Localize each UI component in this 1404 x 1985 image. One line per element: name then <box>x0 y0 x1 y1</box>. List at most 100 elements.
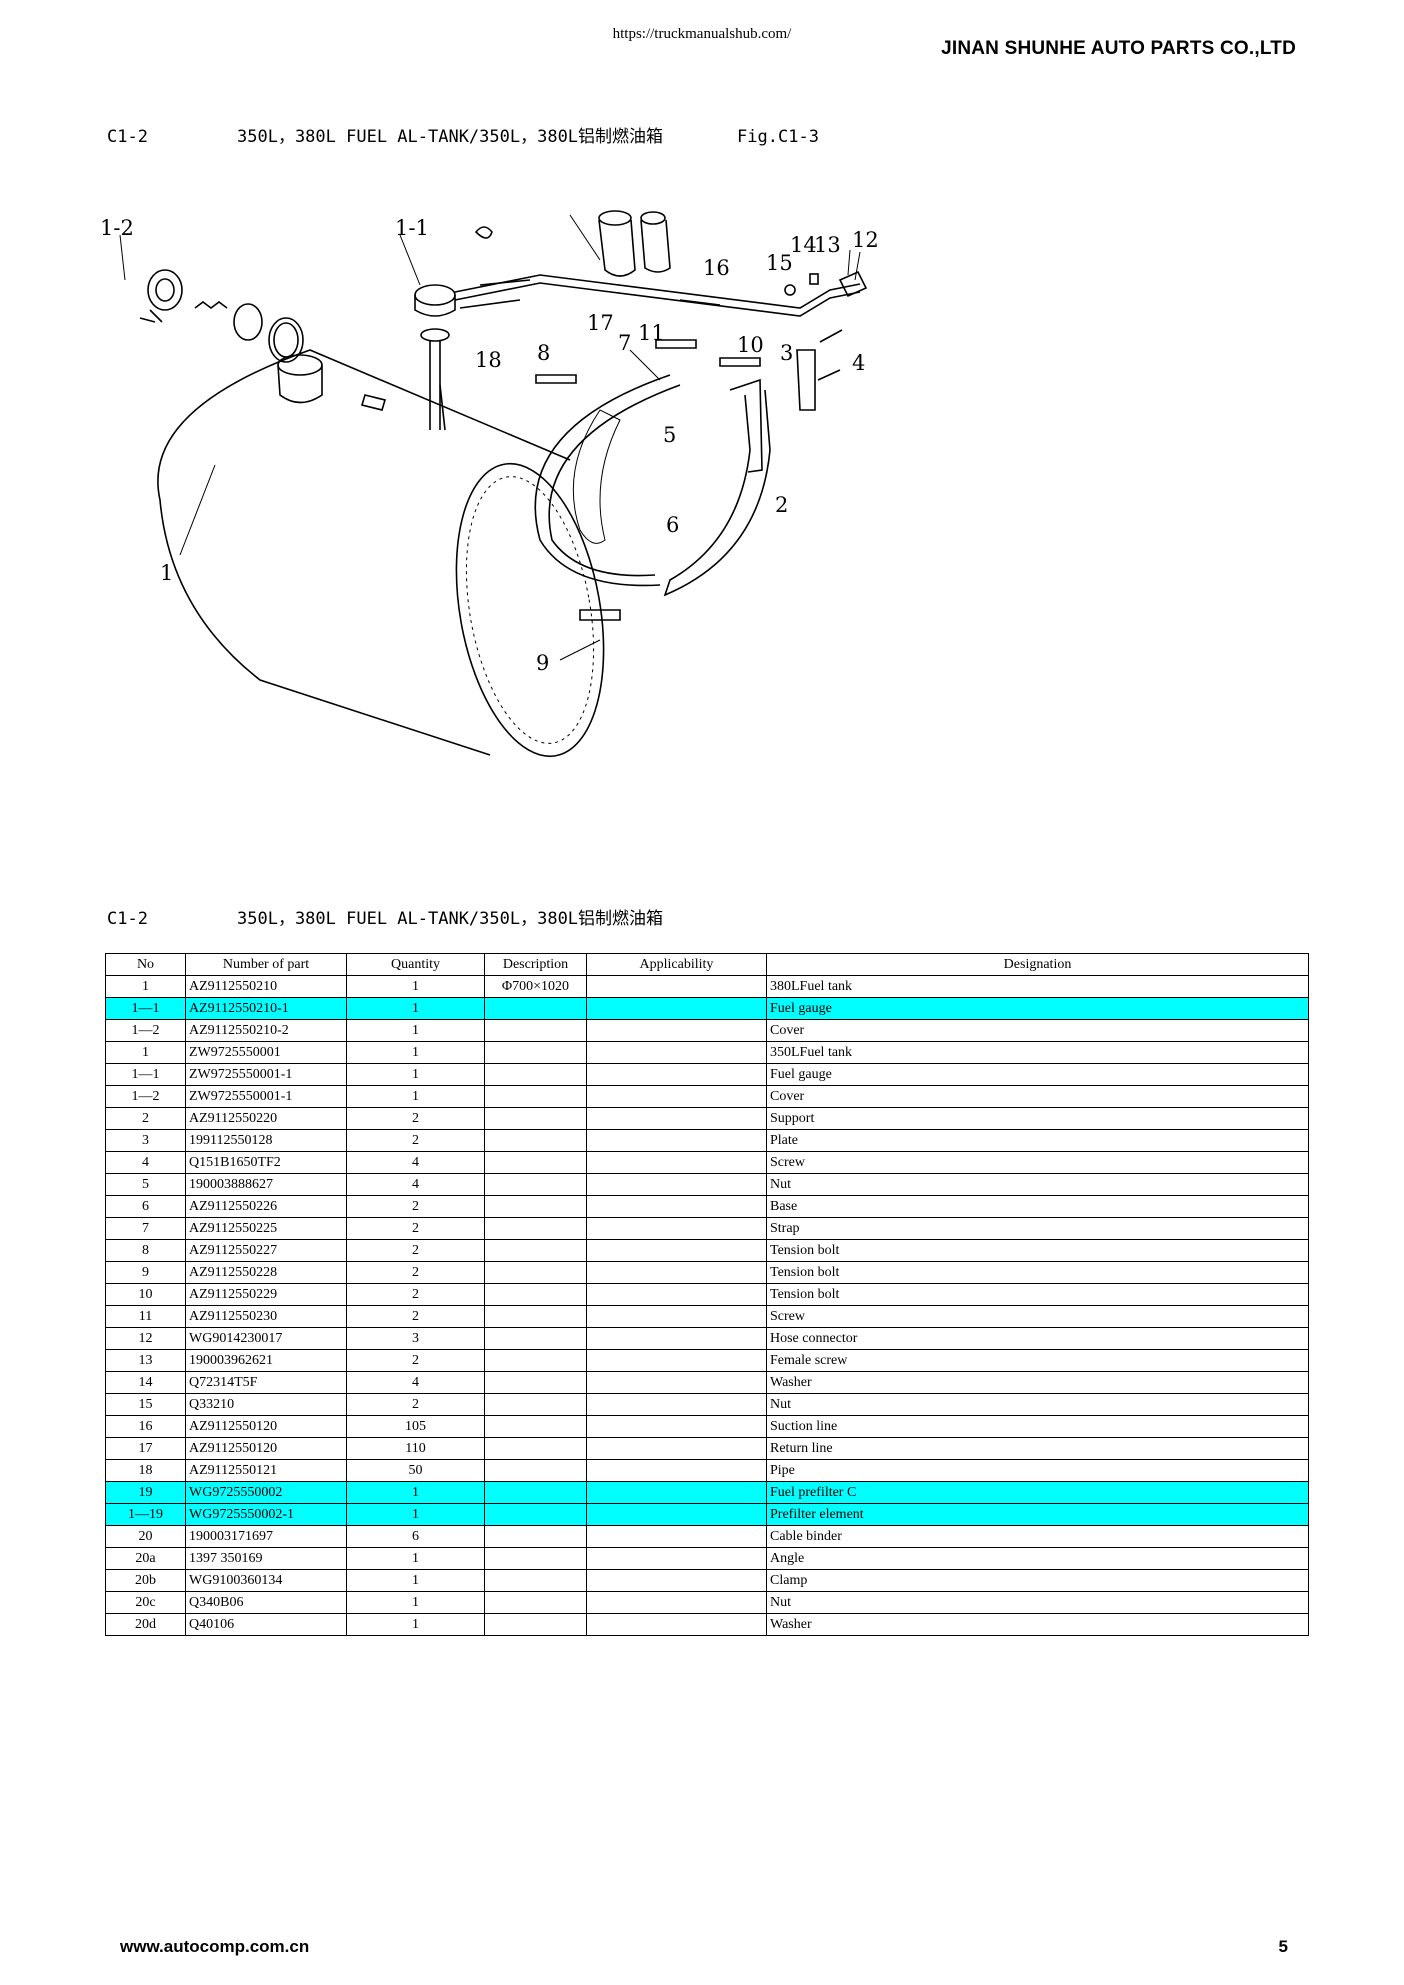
cell-quantity: 2 <box>346 1129 485 1152</box>
bolts-drawing <box>535 329 843 621</box>
cell-part-number: AZ9112550120 <box>185 1437 347 1460</box>
cell-quantity: 1 <box>346 1503 485 1526</box>
cell-applicability <box>586 1261 767 1284</box>
cell-no: 4 <box>105 1151 186 1174</box>
cell-description: Φ700×1020 <box>484 975 587 998</box>
exploded-parts-diagram: 20 19 1-2 1-1 14 13 12 15 16 17 11 18 8 … <box>100 210 879 758</box>
callout-7: 7 <box>618 331 631 355</box>
cell-description <box>484 1371 587 1394</box>
cell-quantity: 50 <box>346 1459 485 1482</box>
cell-designation: Fuel prefilter C <box>766 1481 1309 1504</box>
callout-1: 1 <box>160 561 173 585</box>
section-code: C1-2 <box>107 127 148 147</box>
cell-quantity: 2 <box>346 1261 485 1284</box>
cell-designation: Cover <box>766 1019 1309 1042</box>
cell-part-number: ZW9725550001-1 <box>185 1063 347 1086</box>
callout-1-1: 1-1 <box>395 216 429 240</box>
callout-5: 5 <box>663 423 676 447</box>
cell-description <box>484 1547 587 1570</box>
cell-description <box>484 1503 587 1526</box>
cell-description <box>484 1591 587 1614</box>
parts-table: No Number of part Quantity Description A… <box>105 953 1309 1636</box>
header-url[interactable]: https://truckmanualshub.com/ <box>612 26 792 42</box>
cell-quantity: 3 <box>346 1327 485 1350</box>
cell-designation: Tension bolt <box>766 1261 1309 1284</box>
cell-designation: Nut <box>766 1393 1309 1416</box>
cell-quantity: 2 <box>346 1283 485 1306</box>
footer-url[interactable]: www.autocomp.com.cn <box>120 1937 310 1956</box>
cell-part-number: AZ9112550121 <box>185 1459 347 1482</box>
callout-11: 11 <box>638 321 665 345</box>
cell-applicability <box>586 1525 767 1548</box>
cell-applicability <box>586 1173 767 1196</box>
cell-designation: Nut <box>766 1591 1309 1614</box>
cell-applicability <box>586 1437 767 1460</box>
callout-9: 9 <box>536 651 549 675</box>
fittings-drawing <box>784 270 868 298</box>
callout-8: 8 <box>537 341 550 365</box>
cell-designation: 350LFuel tank <box>766 1041 1309 1064</box>
cell-part-number: WG9100360134 <box>185 1569 347 1592</box>
section-title: 350L，380L FUEL AL-TANK/350L，380L铝制燃油箱 <box>237 127 664 147</box>
cell-quantity: 1 <box>346 1085 485 1108</box>
cell-quantity: 4 <box>346 1173 485 1196</box>
cell-no: 20a <box>105 1547 186 1570</box>
cell-quantity: 1 <box>346 997 485 1020</box>
leader-lines <box>119 214 861 661</box>
cell-description <box>484 1327 587 1350</box>
callout-12: 12 <box>852 228 879 252</box>
cell-applicability <box>586 1547 767 1570</box>
cell-designation: Prefilter element <box>766 1503 1309 1526</box>
cell-no: 20d <box>105 1613 186 1636</box>
header-applicability: Applicability <box>586 953 767 976</box>
prefilter-drawing <box>598 210 671 277</box>
cell-no: 20b <box>105 1569 186 1592</box>
cell-part-number: Q72314T5F <box>185 1371 347 1394</box>
strap-and-support-drawing <box>534 349 816 597</box>
cell-quantity: 1 <box>346 1481 485 1504</box>
cell-quantity: 4 <box>346 1371 485 1394</box>
cell-designation: Hose connector <box>766 1327 1309 1350</box>
cell-designation: Fuel gauge <box>766 1063 1309 1086</box>
table-section-code: C1-2 <box>107 909 148 929</box>
cell-quantity: 1 <box>346 1019 485 1042</box>
cell-designation: Cover <box>766 1085 1309 1108</box>
cell-part-number: Q151B1650TF2 <box>185 1151 347 1174</box>
cell-applicability <box>586 1305 767 1328</box>
cell-designation: Washer <box>766 1613 1309 1636</box>
cell-no: 3 <box>105 1129 186 1152</box>
cell-applicability <box>586 1151 767 1174</box>
callout-4: 4 <box>852 351 865 375</box>
cell-quantity: 2 <box>346 1195 485 1218</box>
cell-description <box>484 1041 587 1064</box>
callout-2: 2 <box>775 493 788 517</box>
cell-designation: Tension bolt <box>766 1283 1309 1306</box>
cell-no: 1—1 <box>105 1063 186 1086</box>
cell-part-number: 190003962621 <box>185 1349 347 1372</box>
cell-description <box>484 1063 587 1086</box>
cell-description <box>484 1393 587 1416</box>
cell-description <box>484 1437 587 1460</box>
cell-designation: Angle <box>766 1547 1309 1570</box>
cell-quantity: 2 <box>346 1239 485 1262</box>
cell-part-number: 190003888627 <box>185 1173 347 1196</box>
cell-part-number: 199112550128 <box>185 1129 347 1152</box>
cell-applicability <box>586 1613 767 1636</box>
cell-applicability <box>586 1239 767 1262</box>
callout-13: 13 <box>814 233 841 257</box>
cell-designation: Return line <box>766 1437 1309 1460</box>
cell-no: 7 <box>105 1217 186 1240</box>
callout-14: 14 <box>790 233 817 257</box>
callout-6: 6 <box>666 513 679 537</box>
cell-designation: 380LFuel tank <box>766 975 1309 998</box>
cell-applicability <box>586 1569 767 1592</box>
